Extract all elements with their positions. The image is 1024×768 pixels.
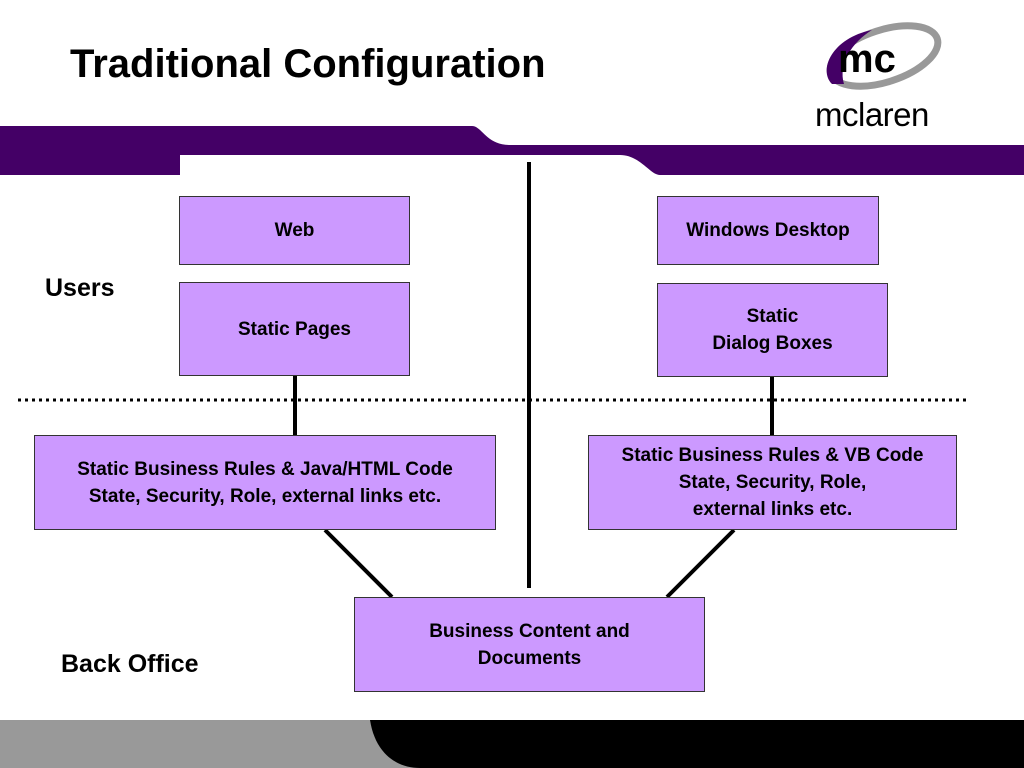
footer-black-stripe — [370, 720, 1024, 768]
java-business-rules-box: Static Business Rules & Java/HTML Code S… — [34, 435, 496, 530]
logo-swoosh-purple — [826, 30, 872, 84]
static-dialog-boxes-box: Static Dialog Boxes — [657, 283, 888, 377]
static-pages-label: Static Pages — [238, 318, 351, 340]
footer-band — [0, 720, 1024, 768]
static-dialog-line-1: Static — [746, 306, 799, 327]
logo-wordmark: mclaren — [815, 96, 929, 133]
vb-rules-line-3: external links etc. — [692, 499, 853, 520]
static-dialog-line-2: Dialog Boxes — [712, 333, 833, 354]
windows-desktop-label: Windows Desktop — [686, 220, 850, 241]
business-content-line-1: Business Content and — [429, 620, 630, 642]
vb-rules-line-1: Static Business Rules & VB Code — [621, 445, 924, 466]
business-content-box: Business Content and Documents — [354, 597, 705, 692]
vb-business-rules-box: Static Business Rules & VB Code State, S… — [588, 435, 957, 530]
logo-monogram: mc — [838, 37, 896, 81]
windows-desktop-box: Windows Desktop — [657, 196, 879, 265]
web-box: Web — [179, 196, 410, 265]
page-title: Traditional Configuration — [70, 42, 546, 86]
java-rules-line-2: State, Security, Role, external links et… — [88, 485, 442, 507]
static-pages-box: Static Pages — [179, 282, 410, 376]
connector-vb-to-content — [665, 528, 736, 599]
business-content-line-2: Documents — [477, 647, 582, 669]
back-office-label: Back Office — [61, 650, 199, 678]
header-band — [0, 126, 1024, 175]
header-white-notch — [180, 155, 660, 175]
vb-rules-line-2: State, Security, Role, — [678, 472, 867, 493]
mclaren-logo: mc — [826, 22, 942, 90]
users-label: Users — [45, 274, 115, 302]
java-rules-line-1: Static Business Rules & Java/HTML Code — [77, 458, 453, 480]
web-box-label: Web — [274, 220, 315, 241]
connector-java-to-content — [323, 528, 394, 599]
